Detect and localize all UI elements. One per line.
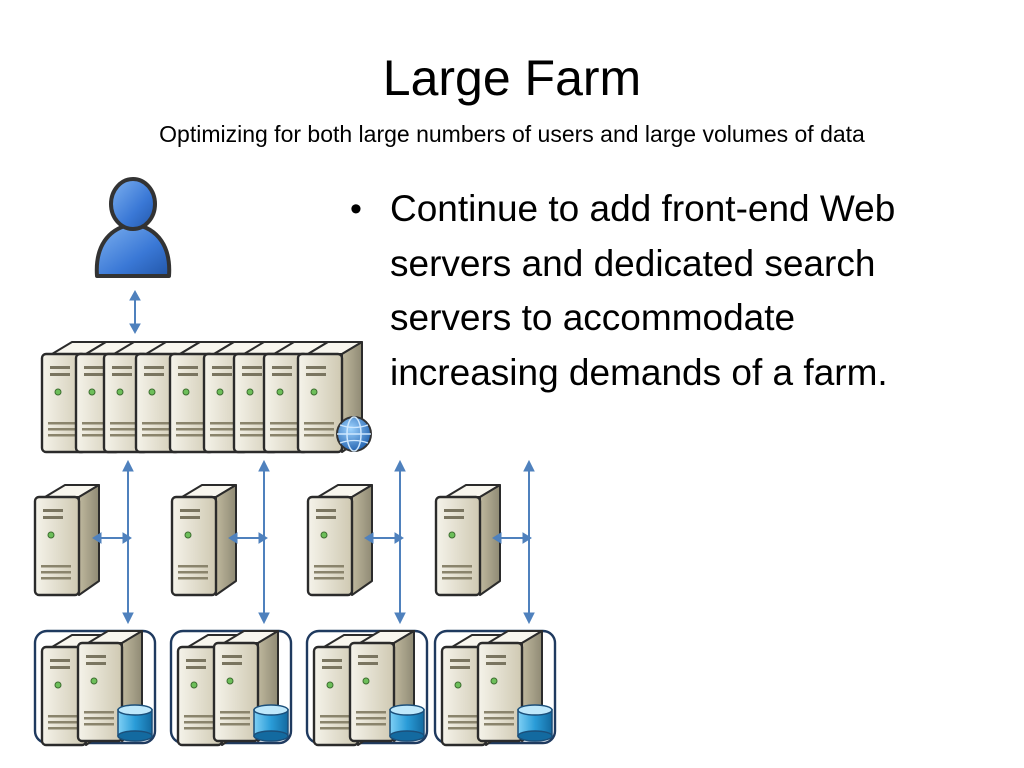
database-icon (117, 704, 153, 742)
vertical-arrows (122, 459, 535, 625)
globe-icon (336, 416, 372, 452)
slide-subtitle: Optimizing for both large numbers of use… (159, 121, 865, 147)
server-icon (306, 483, 374, 597)
database-group (433, 629, 557, 747)
double-arrow-icon (129, 289, 141, 335)
slide-title: Large Farm (382, 50, 642, 106)
server-icon (170, 483, 238, 597)
web-server-stack (40, 340, 372, 454)
bullet-dot: • (350, 190, 362, 228)
horizontal-arrows (92, 532, 532, 544)
server-icon (434, 483, 502, 597)
database-icon (389, 704, 425, 742)
user-icon (94, 177, 172, 278)
database-icon (253, 704, 289, 742)
database-group (33, 629, 157, 747)
search-server-row (33, 483, 502, 597)
database-group (169, 629, 293, 747)
database-icon (517, 704, 553, 742)
bullet-item: Continue to add front-end Web servers an… (390, 188, 896, 393)
database-group (305, 629, 429, 747)
server-icon (33, 483, 101, 597)
